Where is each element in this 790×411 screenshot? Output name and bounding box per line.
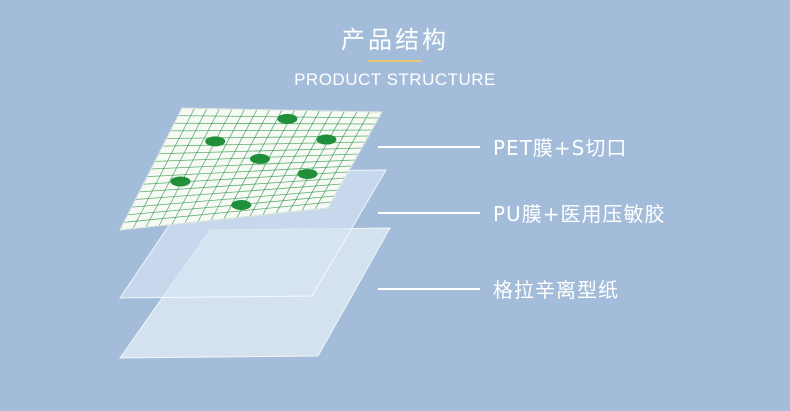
grid-line xyxy=(131,189,339,208)
grid-line xyxy=(288,111,345,213)
grid-line xyxy=(150,159,356,170)
layer-label-release-paper: 格拉辛离型纸 xyxy=(493,278,619,302)
grid-line xyxy=(262,110,320,216)
grid-line xyxy=(275,110,333,214)
printed-leaf-mark xyxy=(249,153,270,164)
page-subtitle: PRODUCT STRUCTURE xyxy=(294,70,496,89)
printed-film-layer xyxy=(119,107,383,231)
printed-leaf-mark xyxy=(316,134,337,145)
printed-leaf-mark xyxy=(205,136,226,147)
printed-leaf-mark xyxy=(277,113,298,124)
grid-line xyxy=(139,177,345,193)
printed-leaf-mark xyxy=(170,176,191,187)
layer-connector-line xyxy=(378,288,480,290)
page-title: 产品结构 xyxy=(341,26,449,54)
grid-line xyxy=(314,111,370,210)
grid-line xyxy=(135,183,342,200)
grid-line xyxy=(236,110,295,218)
layer-label-pu-film: PU膜+医用压敏胶 xyxy=(493,202,666,226)
grid-line xyxy=(301,111,358,211)
grid-line xyxy=(249,110,308,217)
grid-line xyxy=(127,195,335,216)
printed-leaf-mark xyxy=(297,168,318,179)
layer-label-pet-film: PET膜+S切口 xyxy=(493,136,628,160)
layer-connector-line xyxy=(378,212,480,214)
grid-line xyxy=(147,165,352,178)
title-divider xyxy=(368,60,422,62)
layer-connector-line xyxy=(378,146,480,148)
printed-leaf-mark xyxy=(231,199,252,210)
grid-line xyxy=(123,201,332,223)
